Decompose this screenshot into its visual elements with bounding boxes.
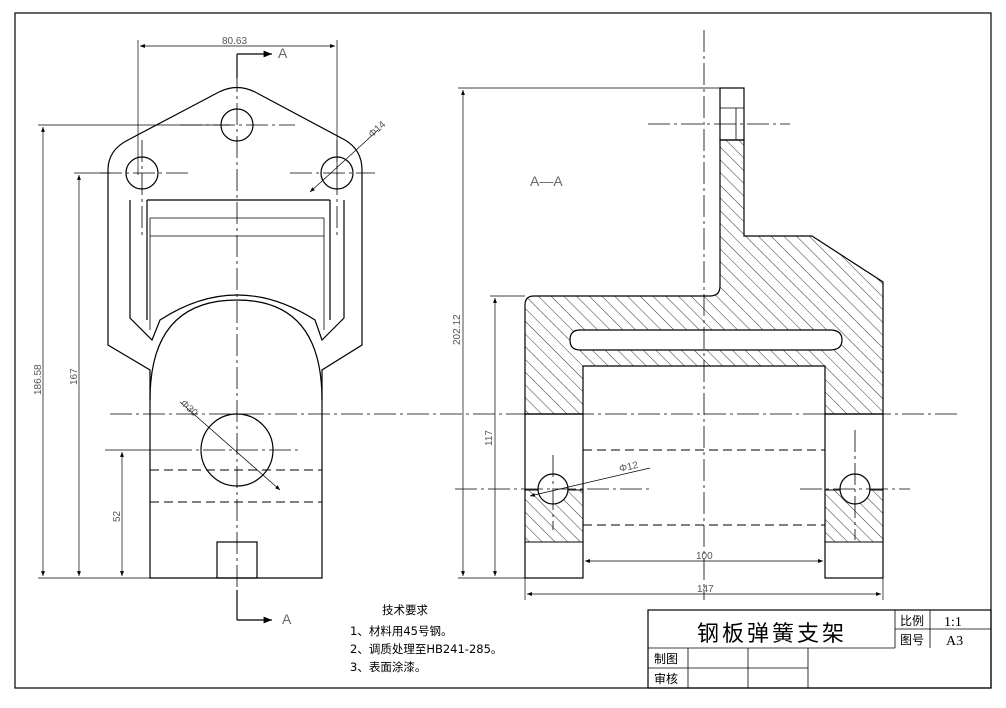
dim-hole-side: Φ12: [618, 460, 640, 475]
drawing-title: 钢板弹簧支架: [697, 622, 847, 647]
section-marker-top: A: [278, 45, 288, 61]
dim-bore-large: Φ30: [178, 398, 200, 419]
notes-item-3: 3、表面涂漆。: [350, 660, 426, 674]
section-view-label: A—A: [530, 173, 563, 189]
drawn-by-label: 制图: [654, 652, 678, 666]
dim-top-width: 80.63: [222, 36, 247, 47]
reviewed-by-label: 审核: [654, 671, 678, 686]
drawing-number-value: A3: [946, 634, 963, 649]
section-marker-bottom: A: [282, 611, 292, 627]
title-block: 钢板弹簧支架 比例 1:1 图号 A3 制图 审核: [647, 609, 992, 689]
dim-inner-width: 100: [696, 551, 713, 562]
dim-height-167: 167: [69, 368, 80, 385]
dim-hole-small: Φ14: [367, 119, 389, 140]
dim-overall-height-left: 186.58: [33, 364, 44, 395]
scale-value: 1:1: [944, 615, 962, 630]
front-view: A A 80.63 186.58 167 52 Φ14 Φ30: [33, 36, 389, 627]
scale-label: 比例: [900, 614, 924, 628]
notes-item-1: 1、材料用45号钢。: [350, 624, 452, 638]
dim-height-117: 117: [484, 430, 495, 446]
section-view: A—A 202.12 117: [452, 30, 910, 600]
dim-overall-width: 147: [697, 584, 714, 595]
notes-item-2: 2、调质处理至HB241-285。: [350, 642, 502, 656]
drawing-number-label: 图号: [900, 633, 924, 647]
dim-height-52: 52: [112, 510, 123, 522]
notes-heading: 技术要求: [382, 603, 428, 617]
sheet-border: [14, 12, 992, 689]
technical-notes: 技术要求 1、材料用45号钢。 2、调质处理至HB241-285。 3、表面涂漆…: [350, 603, 502, 674]
dim-overall-height-right: 202.12: [452, 314, 463, 345]
